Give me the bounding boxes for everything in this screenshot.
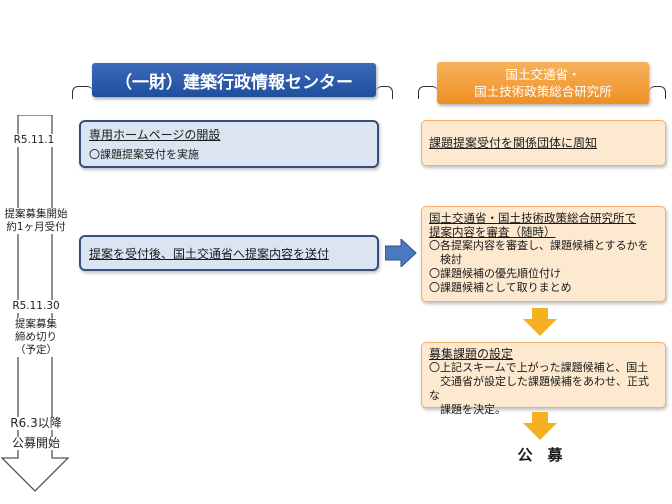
topic-setting-item-2: 交通省が設定した課題候補をあわせ、正式な <box>429 375 649 402</box>
submit-box: 提案を受付後、国土交通省へ提案内容を送付 <box>79 235 379 271</box>
topic-setting-item-1: 〇上記スキームで上がった課題候補と、国土 <box>429 361 649 374</box>
review-box-item-1: 〇各提案内容を審査し、課題候補とするかを <box>429 239 649 252</box>
timeline-label-close-3: （予定） <box>6 344 66 357</box>
homepage-box-item: 〇課題提案受付を実施 <box>89 148 199 161</box>
timeline-date-public: R6.3以降 <box>4 417 68 430</box>
down-arrow-icon <box>523 412 557 440</box>
review-box-item-3: 〇課題候補の優先順位付け <box>429 267 561 280</box>
topic-setting-box: 募集課題の設定 〇上記スキームで上がった課題候補と、国土 交通省が設定した課題候… <box>421 342 666 416</box>
timeline-label-public: 公募開始 <box>4 437 68 450</box>
topic-setting-item-3: 課題を決定。 <box>429 403 506 416</box>
notify-box-title: 課題提案受付を関係団体に周知 <box>429 136 598 150</box>
review-box: 国土交通省・国土技術政策総合研究所で 提案内容を審査（随時） 〇各提案内容を審査… <box>421 206 666 302</box>
timeline-date-end: R5.11.30 <box>4 300 68 313</box>
timeline-label-start: 提案募集開始 <box>0 208 72 221</box>
timeline-label-duration: 約1ヶ月受付 <box>0 221 72 234</box>
review-box-title-2: 提案内容を審査（随時） <box>429 225 556 239</box>
homepage-box: 専用ホームページの開設 〇課題提案受付を実施 <box>79 120 379 168</box>
timeline-date-start: R5.11.1 <box>4 134 64 147</box>
left-bracket-left <box>72 86 93 99</box>
right-org-header: 国土交通省・ 国土技術政策総合研究所 <box>437 62 649 104</box>
right-org-title-line1: 国土交通省・ <box>505 67 581 82</box>
right-bracket-right <box>649 86 666 99</box>
down-arrow-icon <box>523 308 557 336</box>
review-box-item-2: 検討 <box>429 253 462 266</box>
review-box-title-1: 国土交通省・国土技術政策総合研究所で <box>429 211 636 225</box>
submit-box-title: 提案を受付後、国土交通省へ提案内容を送付 <box>89 246 330 261</box>
notify-box: 課題提案受付を関係団体に周知 <box>421 120 666 166</box>
right-org-title-line2: 国土技術政策総合研究所 <box>474 84 612 99</box>
topic-setting-title: 募集課題の設定 <box>429 347 514 361</box>
forward-arrow-icon <box>385 239 417 267</box>
left-org-header: （一財）建築行政情報センター <box>92 63 376 97</box>
left-bracket-right <box>376 86 393 99</box>
timeline-label-close-1: 提案募集 <box>6 318 66 331</box>
homepage-box-title: 専用ホームページの開設 <box>89 128 221 142</box>
timeline-label-close-2: 締め切り <box>6 331 66 344</box>
review-box-item-4: 〇課題候補として取りまとめ <box>429 281 572 294</box>
public-offering-label: 公 募 <box>517 446 563 464</box>
right-bracket-left <box>418 86 438 99</box>
